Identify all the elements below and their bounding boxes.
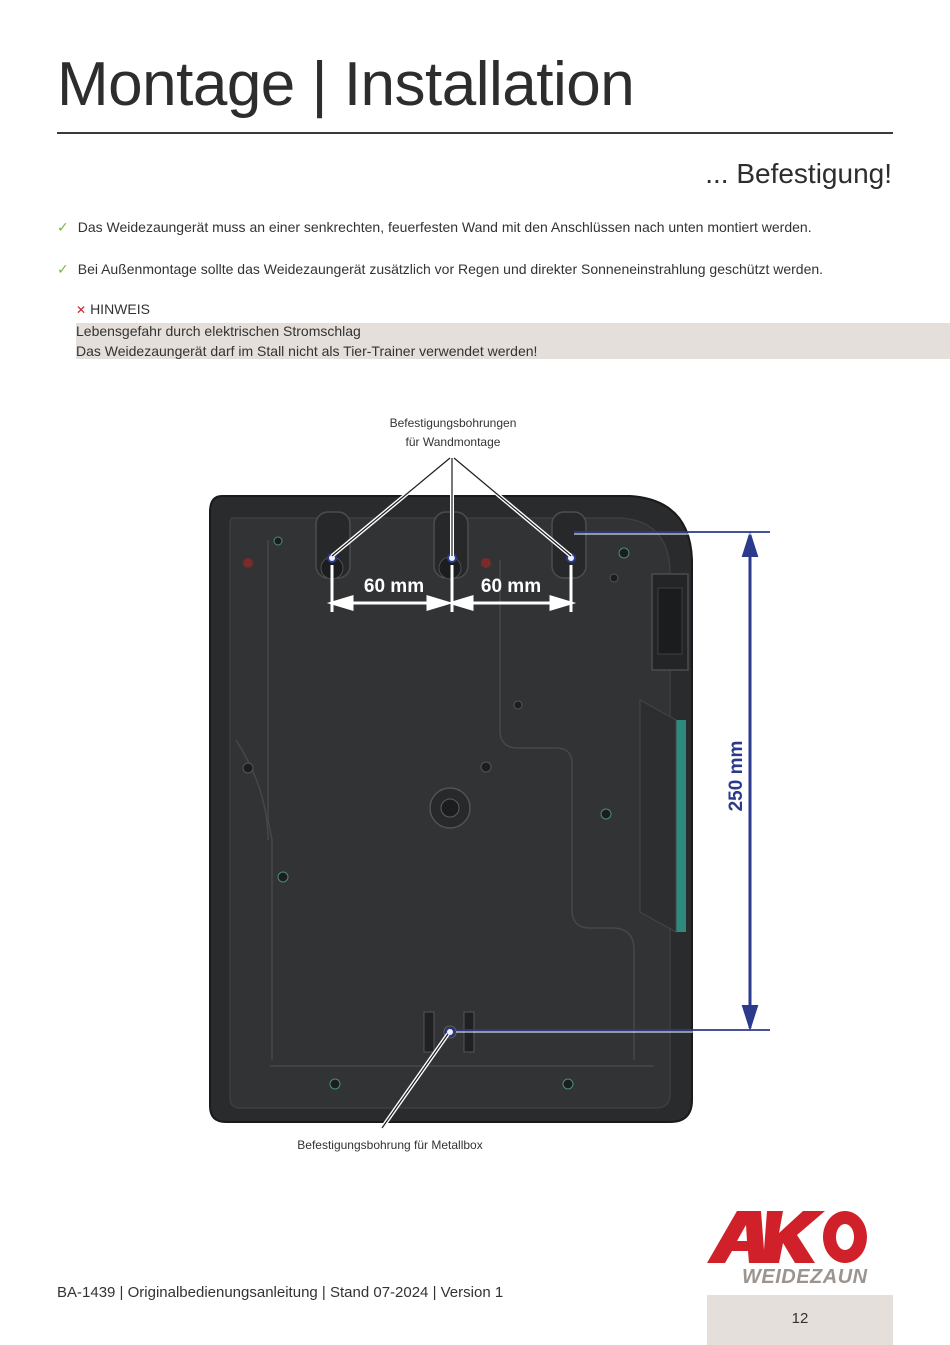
dim-label-right: 60 mm	[481, 576, 541, 597]
page-title: Montage | Installation	[57, 50, 635, 119]
ako-logo	[707, 1211, 867, 1263]
bullet-text-1: Das Weidezaungerät muss an einer senkrec…	[77, 219, 812, 235]
teal-strip	[676, 720, 686, 932]
bullet-item-1: ✓ Das Weidezaungerät muss an einer senkre…	[57, 219, 812, 236]
leader-line-right	[453, 457, 572, 557]
bullet-text-2: Bei Außenmontage sollte das Weidezaunger…	[77, 261, 824, 277]
logo-text: WEIDEZAUN	[742, 1266, 868, 1288]
note-line-1: Lebensgefahr durch elektrischen Stromsch…	[76, 323, 361, 339]
label-wall-mount-line1: Befestigungsbohrungen	[389, 416, 517, 430]
check-icon: ✓	[57, 261, 69, 277]
note-heading-text: HINWEIS	[90, 301, 150, 317]
note-heading: ✕HINWEIS	[76, 301, 150, 317]
label-wall-mount-line2: für Wandmontage	[405, 435, 501, 449]
bullet-item-2: ✓ Bei Außenmontage sollte das Weidezaunge…	[57, 261, 823, 278]
page-number-box	[707, 1295, 893, 1345]
leader-line-bottom	[381, 1033, 449, 1129]
note-box	[76, 323, 950, 359]
dim-label-vertical: 250 mm	[726, 741, 747, 812]
title-divider	[57, 132, 893, 134]
label-wall-mount-holes: Befestigungsbohrungen für Wandmontage	[353, 414, 553, 452]
cross-icon: ✕	[76, 303, 87, 317]
page-number: 12	[791, 1310, 809, 1327]
section-subtitle: ... Befestigung!	[705, 158, 892, 189]
check-icon: ✓	[57, 219, 69, 235]
leader-line-left	[331, 457, 451, 557]
note-line-2: Das Weidezaungerät darf im Stall nicht a…	[76, 343, 538, 359]
dim-label-left: 60 mm	[364, 576, 424, 597]
footer-text: BA-1439 | Originalbedienungsanleitung | …	[57, 1284, 504, 1301]
label-metalbox-hole: Befestigungsbohrung für Metallbox	[297, 1138, 483, 1152]
mounting-slot-right	[551, 511, 587, 579]
